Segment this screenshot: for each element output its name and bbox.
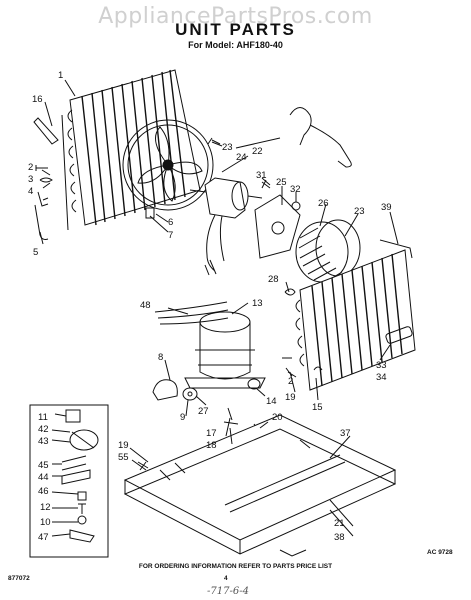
rail-37 xyxy=(224,454,346,513)
callout-9: 9 xyxy=(180,412,185,423)
terminal-cover xyxy=(152,379,178,401)
callout-2b: 2 xyxy=(288,376,293,387)
callout-37: 37 xyxy=(340,428,351,439)
callout-19b: 19 xyxy=(118,440,129,451)
tube-5 xyxy=(34,204,49,240)
callout-48: 48 xyxy=(140,300,151,311)
callout-18: 18 xyxy=(206,440,217,451)
callout-7: 7 xyxy=(168,230,173,241)
compressor xyxy=(184,311,266,389)
callout-21: 21 xyxy=(334,518,345,529)
wire-harness xyxy=(154,301,229,325)
ordering-footnote: FOR ORDERING INFORMATION REFER TO PARTS … xyxy=(138,563,333,570)
callout-23b: 23 xyxy=(354,206,365,217)
callout-14: 14 xyxy=(266,396,277,407)
washer-10 xyxy=(77,515,87,525)
callout-33: 33 xyxy=(376,360,387,371)
callout-46: 46 xyxy=(38,486,49,497)
condenser-coil xyxy=(61,69,201,231)
callout-24: 24 xyxy=(236,152,247,163)
callout-20: 20 xyxy=(272,412,283,423)
callout-5: 5 xyxy=(33,247,38,258)
callout-23: 23 xyxy=(222,142,233,153)
callout-2: 2 xyxy=(28,162,33,173)
capacitor-43 xyxy=(69,429,99,451)
callout-17: 17 xyxy=(206,428,217,439)
callout-38: 38 xyxy=(334,532,345,543)
spring-22 xyxy=(289,107,352,168)
model-line: For Model: AHF180-40 xyxy=(188,40,283,50)
grommet-27 xyxy=(182,387,198,401)
callout-labels: 1 16 2 3 4 5 24 23 22 6 7 31 25 32 26 23… xyxy=(28,70,392,543)
callout-1: 1 xyxy=(58,70,63,81)
clip-4 xyxy=(37,191,49,207)
callout-45: 45 xyxy=(38,460,49,471)
callout-6: 6 xyxy=(168,217,173,228)
drawing-code-left: 877072 xyxy=(8,575,30,582)
callout-13: 13 xyxy=(252,298,263,309)
callout-4: 4 xyxy=(28,186,33,197)
callout-34: 34 xyxy=(376,372,387,383)
clip-28 xyxy=(284,288,296,296)
nut-46 xyxy=(77,491,87,501)
fan-shroud xyxy=(122,119,214,211)
screw-12 xyxy=(78,503,86,514)
callout-39: 39 xyxy=(381,202,392,213)
fan-clip-6 xyxy=(145,207,155,219)
strap-11 xyxy=(65,409,81,423)
base-pan xyxy=(123,414,397,557)
callout-32: 32 xyxy=(290,184,301,195)
clip-3 xyxy=(39,177,53,183)
callout-31: 31 xyxy=(256,170,267,181)
watermark: AppliancePartsPros.com xyxy=(98,4,373,29)
clip-15 xyxy=(313,366,323,371)
page-number: 4 xyxy=(224,575,228,582)
callout-42: 42 xyxy=(38,424,49,435)
clip-45 xyxy=(61,455,87,471)
screw-55 xyxy=(137,461,149,471)
capacitor-inset-box xyxy=(29,404,109,558)
evaporator-coil xyxy=(295,239,416,391)
callout-47: 47 xyxy=(38,532,49,543)
callout-12: 12 xyxy=(40,502,51,513)
nut-32 xyxy=(291,201,301,211)
drain-33 xyxy=(385,326,413,344)
callout-43: 43 xyxy=(38,436,49,447)
callout-19: 19 xyxy=(285,392,296,403)
grommet-14 xyxy=(247,378,261,390)
callout-55: 55 xyxy=(118,452,129,463)
callout-44: 44 xyxy=(38,472,49,483)
spacer-17 xyxy=(223,407,239,425)
callout-3: 3 xyxy=(28,174,33,185)
callout-8: 8 xyxy=(158,352,163,363)
callout-26: 26 xyxy=(318,198,329,209)
handwritten-note: -717-6-4 xyxy=(207,586,249,597)
screw-23 xyxy=(207,137,221,145)
callout-27: 27 xyxy=(198,406,209,417)
clip-47 xyxy=(69,529,95,543)
callout-10: 10 xyxy=(40,517,51,528)
callout-22: 22 xyxy=(252,146,263,157)
callout-28: 28 xyxy=(268,274,279,285)
bracket-44 xyxy=(61,469,91,485)
callout-15: 15 xyxy=(312,402,323,413)
fan-motor xyxy=(189,177,263,276)
page-title: UNIT PARTS xyxy=(175,20,296,39)
motor-bracket xyxy=(254,194,301,259)
callout-11: 11 xyxy=(38,412,48,423)
bracket-16 xyxy=(33,117,59,145)
callout-25: 25 xyxy=(276,177,287,188)
screw-2 xyxy=(35,165,48,171)
drawing-code-right: AC 9728 xyxy=(427,549,453,556)
callout-16: 16 xyxy=(32,94,43,105)
